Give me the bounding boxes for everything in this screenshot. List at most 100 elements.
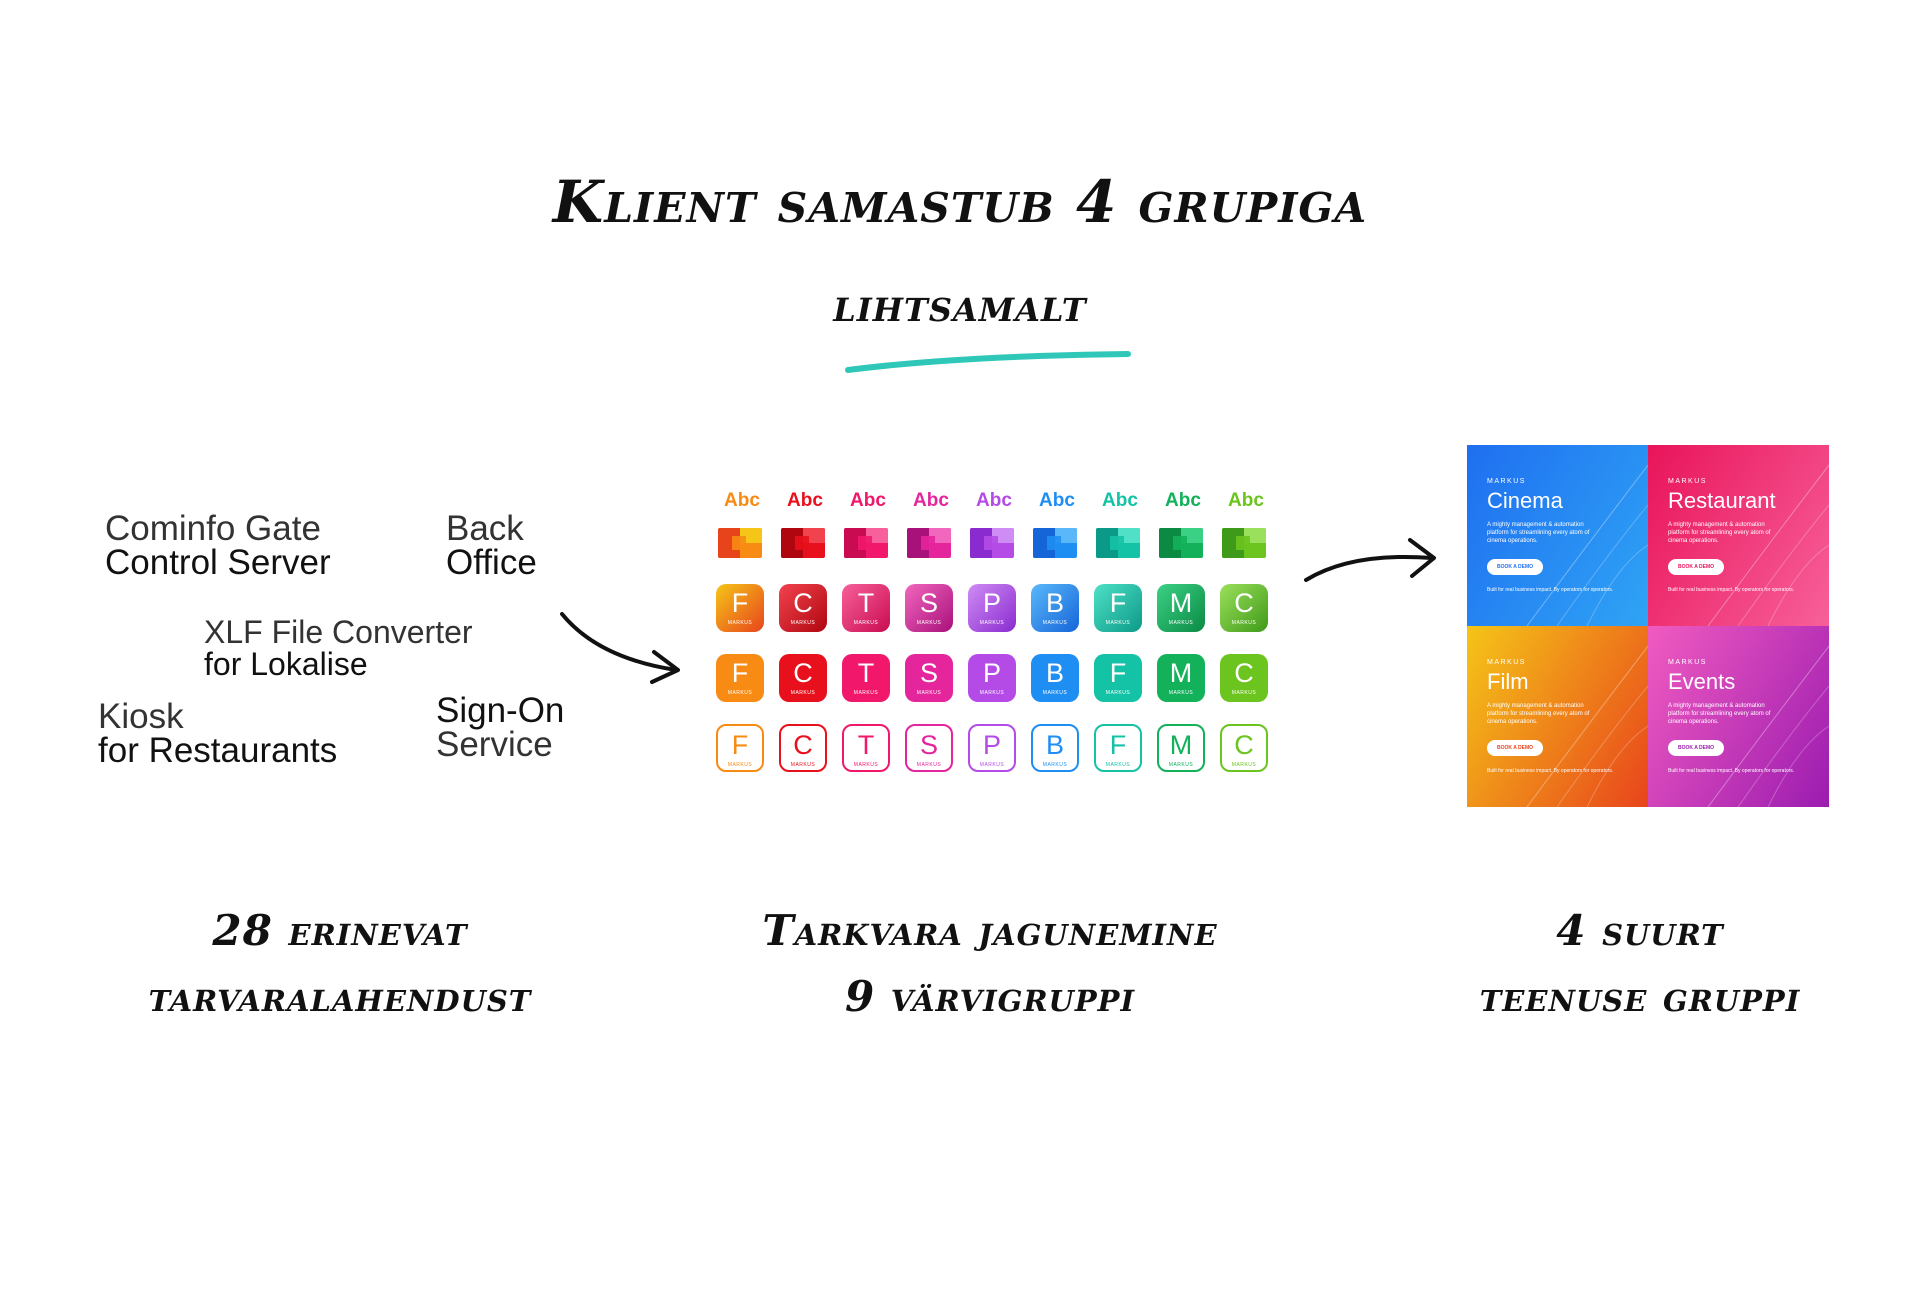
app-icon-brand: MARKUS [790,620,816,626]
tile-footer: Built for real business impact. By opera… [1668,587,1795,593]
abc-sample: Abc [1228,490,1264,511]
app-icon-letter: F [731,588,749,618]
app-icon-letter: C [1234,588,1254,618]
app-icon-letter: P [982,730,1001,760]
app-icon-letter: M [1169,658,1193,688]
caption-middle: Tarkvara jagunemine 9 värvigruppi [700,898,1280,1030]
app-icon-letter: S [919,730,938,760]
app-icon-letter: S [919,588,938,618]
subtitle-underline [845,351,1131,373]
tile-brand: MARKUS [1487,478,1526,485]
app-icon-letter: B [1045,658,1064,688]
app-icon-brand: MARKUS [1105,620,1131,626]
product-line1: Kiosk [98,697,184,736]
slide-subtitle: lihtsamalt [833,278,1087,332]
product-line2: Service [436,725,553,764]
app-icon-brand: MARKUS [916,762,942,768]
app-icon-brand: MARKUS [853,762,879,768]
color-swatch [907,528,951,558]
app-icon-letter: C [793,730,813,760]
app-icon-brand: MARKUS [727,620,753,626]
product-line2: Control Server [105,543,331,582]
tile-name: Restaurant [1668,488,1776,513]
abc-sample: Abc [1039,490,1075,511]
app-icon-letter: F [1109,588,1127,618]
slide-title: Klient samastub 4 grupiga [552,168,1368,236]
app-icon-brand: MARKUS [1168,762,1194,768]
book-demo-button[interactable]: BOOK A DEMO [1668,740,1724,756]
app-icon: B MARKUS [1031,724,1079,772]
app-icon-brand: MARKUS [1168,690,1194,696]
app-icon-letter: T [857,588,875,618]
caption-line2: 9 värvigruppi [844,972,1136,1021]
tile-name: Cinema [1487,488,1563,513]
product-line1: XLF File Converter [204,614,473,650]
book-demo-button[interactable]: BOOK A DEMO [1487,559,1543,575]
app-icon-brand: MARKUS [790,690,816,696]
product-xlf-converter: XLF File Converter for Lokalise [204,616,473,680]
app-icon-letter: B [1045,730,1064,760]
book-demo-button[interactable]: BOOK A DEMO [1487,740,1543,756]
product-back-office: Back Office [446,511,537,580]
caption-left: 28 erinevat tarvaralahendust [80,898,600,1030]
app-icon: M MARKUS [1157,654,1205,702]
color-swatch [1033,528,1077,558]
app-icon-brand: MARKUS [853,690,879,696]
color-swatch [781,528,825,558]
app-icon-brand: MARKUS [916,620,942,626]
tile-brand: MARKUS [1487,659,1526,666]
abc-sample: Abc [724,490,760,511]
app-icon: B MARKUS [1031,584,1079,632]
product-kiosk: Kiosk for Restaurants [98,697,338,770]
product-line2: for Restaurants [98,731,338,770]
app-icon-letter: B [1045,588,1064,618]
caption-line1: 28 erinevat [212,906,468,955]
app-icon-brand: MARKUS [1042,620,1068,626]
app-icon-letter: C [1234,730,1254,760]
caption-line1: Tarkvara jagunemine [762,906,1218,955]
product-sign-on: Sign-On Service [436,693,564,764]
app-icon-letter: C [1234,658,1254,688]
color-swatch [1096,528,1140,558]
app-icon: C MARKUS [779,584,827,632]
app-icon-brand: MARKUS [1042,762,1068,768]
app-icon-brand: MARKUS [727,690,753,696]
app-icon-letter: F [1109,730,1127,760]
app-icon-letter: T [857,658,875,688]
app-icon-letter: F [731,730,749,760]
tile-name: Film [1487,669,1529,694]
product-cominfo-gate: Cominfo Gate Control Server [105,509,331,582]
app-icon-brand: MARKUS [727,762,753,768]
app-icon-letter: P [982,658,1001,688]
app-icon-letter: M [1169,588,1193,618]
app-icon-brand: MARKUS [1168,620,1194,626]
app-icon: T MARKUS [842,654,890,702]
color-swatch [844,528,888,558]
arrow-right-icon [1304,538,1436,582]
tile-footer: Built for real business impact. By opera… [1668,768,1795,774]
caption-line1: 4 suurt [1556,906,1724,955]
color-swatch [718,528,762,558]
tile-footer: Built for real business impact. By opera… [1487,768,1614,774]
tile-description: A mighty management & automation platfor… [1487,522,1590,544]
tile-description: A mighty management & automation platfor… [1668,522,1771,544]
caption-line2: teenuse gruppi [1479,972,1801,1021]
book-demo-button[interactable]: BOOK A DEMO [1668,559,1724,575]
product-line1: Cominfo Gate [105,509,321,548]
decorative-lines-icon [1526,645,1648,807]
abc-sample: Abc [787,490,823,511]
abc-sample: Abc [913,490,949,511]
app-icon-letter: C [793,588,813,618]
color-swatch [1159,528,1203,558]
tile-description: A mighty management & automation platfor… [1668,703,1771,725]
